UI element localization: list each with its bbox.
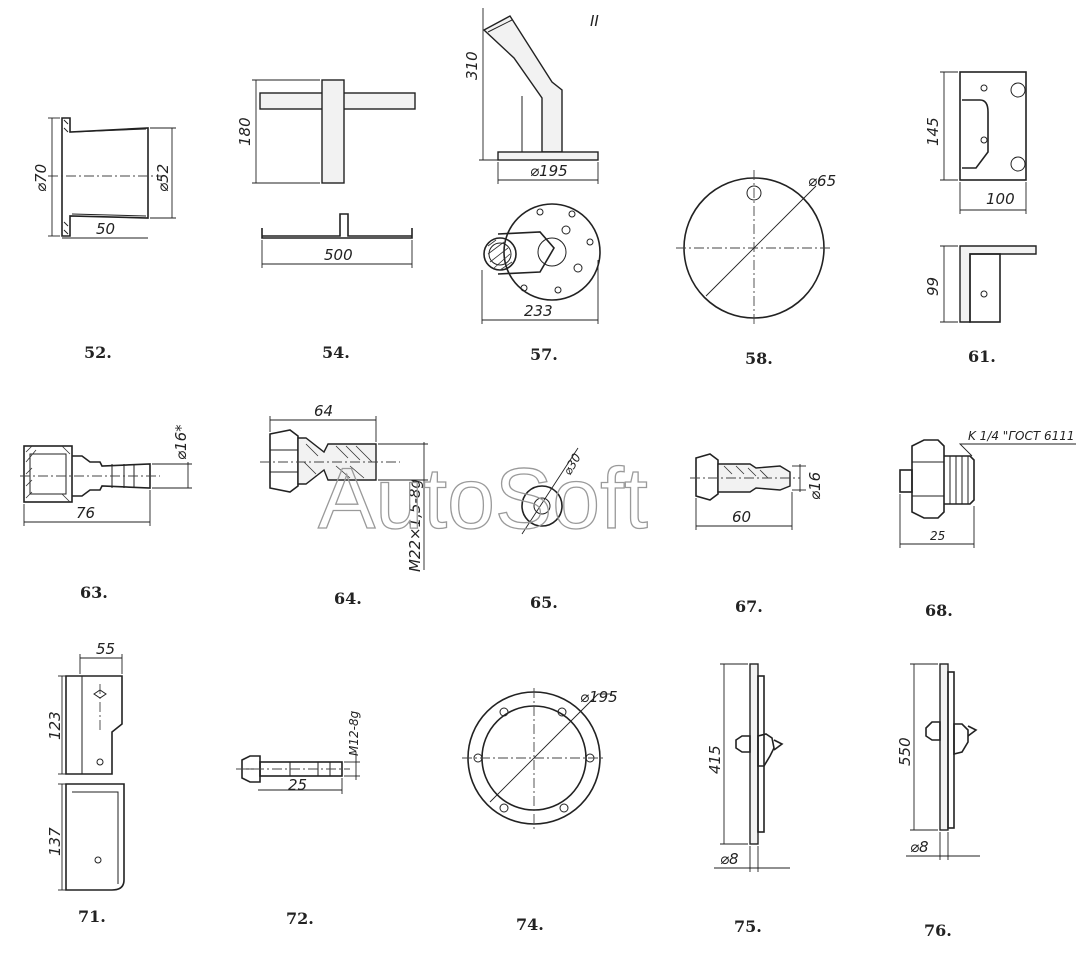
part-54: 180 500 54. xyxy=(236,79,416,362)
part-61: 145 100 99 61. xyxy=(924,71,1037,366)
dim-58-0: ⌀65 xyxy=(808,172,836,190)
part-67: ⌀16 60 67. xyxy=(690,453,824,616)
dim-75-1: ⌀8 xyxy=(720,850,739,868)
part-71: 55 123 137 71. xyxy=(46,640,125,926)
part-64: 64 M22×1,5-8g 64. xyxy=(260,402,428,608)
dim-67-0: ⌀16 xyxy=(806,472,824,500)
part-74: ⌀195 74. xyxy=(462,688,618,934)
dim-76-1: ⌀8 xyxy=(910,838,929,856)
caption-72: 72. xyxy=(286,909,314,928)
part-75: 415 ⌀8 75. xyxy=(706,663,790,936)
dim-74-0: ⌀195 xyxy=(580,688,618,706)
dim-72-1: 25 xyxy=(288,776,307,794)
part-68: K 1/4 "ГОСТ 6111 25 68. xyxy=(899,429,1076,620)
dim-54-0: 180 xyxy=(236,117,254,146)
watermark: AutoSoft xyxy=(318,451,648,547)
caption-67: 67. xyxy=(735,597,763,616)
dim-71-1: 123 xyxy=(46,711,64,740)
part-76: 550 ⌀8 76. xyxy=(896,663,980,940)
caption-52: 52. xyxy=(84,343,112,362)
dim-54-1: 500 xyxy=(324,246,353,264)
part-52: ⌀70 ⌀52 50 52. xyxy=(32,117,176,362)
caption-71: 71. xyxy=(78,907,106,926)
dim-68-0: K 1/4 "ГОСТ 6111 xyxy=(968,429,1075,443)
caption-57: 57. xyxy=(530,345,558,364)
dim-52-0: ⌀70 xyxy=(32,164,50,192)
dim-67-1: 60 xyxy=(732,508,751,526)
dim-57-0: 310 xyxy=(463,51,481,80)
caption-63: 63. xyxy=(80,583,108,602)
caption-74: 74. xyxy=(516,915,544,934)
dim-52-2: 50 xyxy=(96,220,115,238)
caption-68: 68. xyxy=(925,601,953,620)
page-marker: II xyxy=(590,12,599,30)
dim-57-2: 233 xyxy=(524,302,553,320)
dim-71-2: 137 xyxy=(46,827,64,856)
dim-76-0: 550 xyxy=(896,737,914,766)
dim-71-0: 55 xyxy=(96,640,115,658)
caption-58: 58. xyxy=(745,349,773,368)
dim-68-1: 25 xyxy=(930,529,945,543)
part-58: ⌀65 58. xyxy=(676,170,836,368)
dim-64-0: 64 xyxy=(314,402,333,420)
part-72: M12-8g 25 72. xyxy=(236,710,361,928)
dim-72-0: M12-8g xyxy=(347,710,361,756)
dim-63-0: ⌀16* xyxy=(172,424,190,460)
dim-57-1: ⌀195 xyxy=(530,162,568,180)
caption-61: 61. xyxy=(968,347,996,366)
dim-64-1: M22×1,5-8g xyxy=(406,479,424,572)
dim-63-1: 76 xyxy=(76,504,95,522)
part-57: II 310 ⌀195 233 57. xyxy=(463,8,601,364)
dim-75-0: 415 xyxy=(706,745,724,774)
dim-61-2: 99 xyxy=(924,277,942,296)
dim-52-1: ⌀52 xyxy=(154,164,172,192)
dim-61-1: 100 xyxy=(986,190,1015,208)
caption-65: 65. xyxy=(530,593,558,612)
caption-75: 75. xyxy=(734,917,762,936)
part-63: ⌀16* 76 63. xyxy=(20,424,192,602)
dim-61-0: 145 xyxy=(924,117,942,146)
caption-54: 54. xyxy=(322,343,350,362)
caption-76: 76. xyxy=(924,921,952,940)
caption-64: 64. xyxy=(334,589,362,608)
